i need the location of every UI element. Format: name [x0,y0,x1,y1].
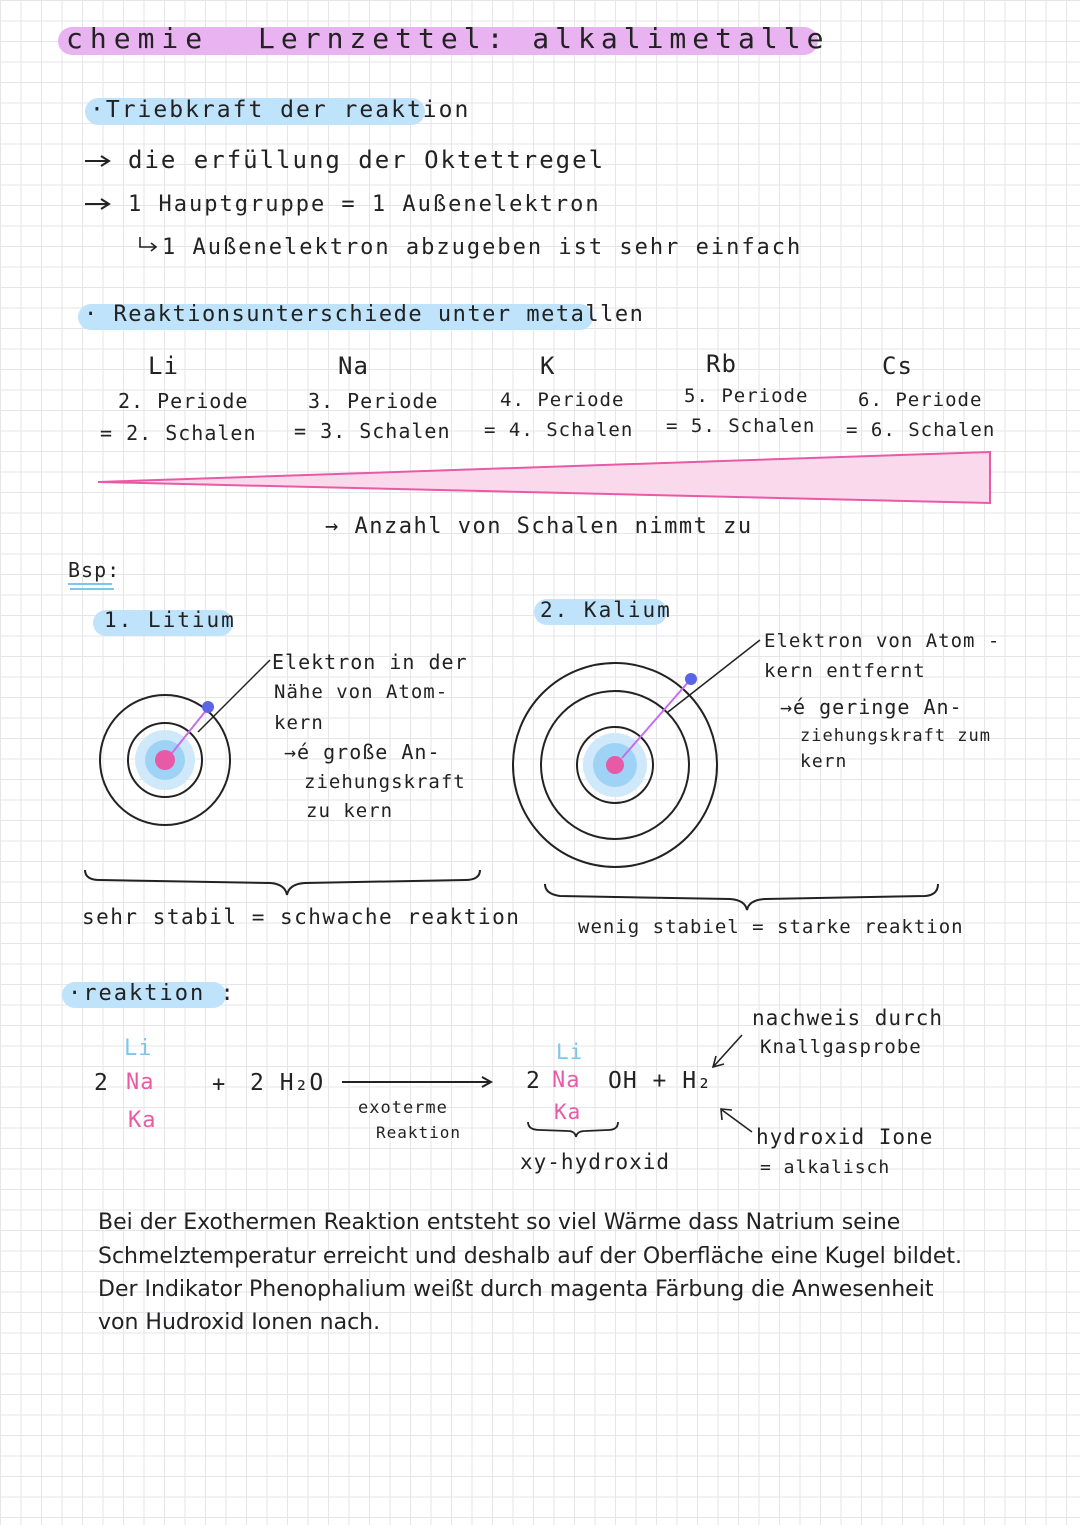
note-line: Elektron in der [272,650,468,674]
page-title: Lernzettel: alkalimetalle [258,22,830,55]
example1-highlight [93,610,233,636]
element-shells: = 2. Schalen [100,421,257,445]
shell-trend-caption: → Anzahl von Schalen nimmt zu [325,514,753,539]
rhs-metal-ka: Ka [554,1100,582,1124]
lhs-metal-na: Na [126,1070,155,1095]
element-symbol: Na [338,352,369,380]
note-knallgas-1: nachweis durch [752,1006,944,1030]
example2-conclusion: wenig stabiel = starke reaktion [578,916,964,938]
arrow-label-1: exoterme [358,1098,448,1118]
note-line: zu kern [306,800,394,822]
note-line: →é geringe An- [780,695,963,719]
element-period: 6. Periode [858,389,983,411]
note-line: kern [800,751,848,772]
example2-highlight [534,599,667,625]
summary-line-1: Bei der Exothermen Reaktion entsteht so … [98,1210,901,1235]
subject-label: chemie [66,22,210,55]
section1-line2: 1 Hauptgruppe = 1 Außenelektron [128,192,601,217]
note-hydroxid-2: = alkalisch [760,1157,891,1178]
lithium-atom-diagram [99,659,271,826]
section1-highlight [85,98,425,125]
note-knallgas-2: Knallgasprobe [760,1036,922,1058]
element-shells: = 4. Schalen [484,419,634,441]
brace-right [544,883,939,911]
shell-trend-wedge [97,450,991,505]
example1-title: 1. Litium [104,608,236,632]
example-label: Bsp: [68,558,121,582]
hydroxid-brace [527,1121,619,1138]
section1-line1: die erfüllung der Oktettregel [128,146,606,174]
water: 2 H₂O [250,1070,325,1096]
section2-heading: · Reaktionsunterschiede unter metallen [84,302,645,327]
element-symbol: Cs [882,352,913,380]
lhs-coefficient: 2 [94,1070,109,1096]
rhs-metal-na: Na [552,1068,581,1093]
lhs-metal-li: Li [124,1036,153,1061]
note-line: Elektron von Atom - [764,630,1001,652]
note-line: →é große An- [284,740,441,764]
element-shells: = 5. Schalen [666,415,816,437]
element-period: 3. Periode [308,389,439,413]
element-shells: = 3. Schalen [294,419,451,443]
hydroxid-label: xy-hydroxid [520,1150,671,1174]
summary-line-2: Schmelztemperatur erreicht und deshalb a… [98,1244,962,1269]
arrow-label-2: Reaktion [376,1123,462,1142]
summary-line-4: von Hudroxid Ionen nach. [98,1310,381,1335]
element-period: 2. Periode [118,389,249,413]
note-hydroxid-1: hydroxid Ione [756,1125,934,1149]
element-period: 5. Periode [684,385,809,407]
rhs-metal-li: Li [556,1040,584,1064]
note-line: Nähe von Atom- [274,681,449,703]
section2-highlight [78,304,593,330]
title-highlight [58,27,818,55]
reaction-heading: ·reaktion : [68,981,236,1006]
kalium-atom-diagram [512,639,761,868]
rhs-products: OH + H₂ [608,1068,712,1094]
brace-left [84,869,481,896]
plus-sign: + [212,1072,227,1097]
element-symbol: Li [148,352,179,380]
summary-line-3: Der Indikator Phenophalium weißt durch m… [98,1277,934,1302]
lhs-metal-ka: Ka [128,1108,157,1133]
element-period: 4. Periode [500,389,625,411]
example1-conclusion: sehr stabil = schwache reaktion [82,905,521,929]
section1-heading: ·Triebkraft der reaktion [90,97,471,123]
rhs-coefficient: 2 [526,1068,541,1094]
note-line: ziehungskraft zum [800,726,991,746]
element-shells: = 6. Schalen [846,419,996,441]
note-line: kern [274,712,324,734]
section1-line3: 1 Außenelektron abzugeben ist sehr einfa… [162,235,803,260]
note-line: kern entfernt [764,660,926,682]
reaction-highlight [62,982,226,1008]
example2-title: 2. Kalium [540,598,672,622]
element-symbol: K [540,352,556,380]
element-symbol: Rb [706,350,737,378]
note-line: ziehungskraft [304,771,466,793]
